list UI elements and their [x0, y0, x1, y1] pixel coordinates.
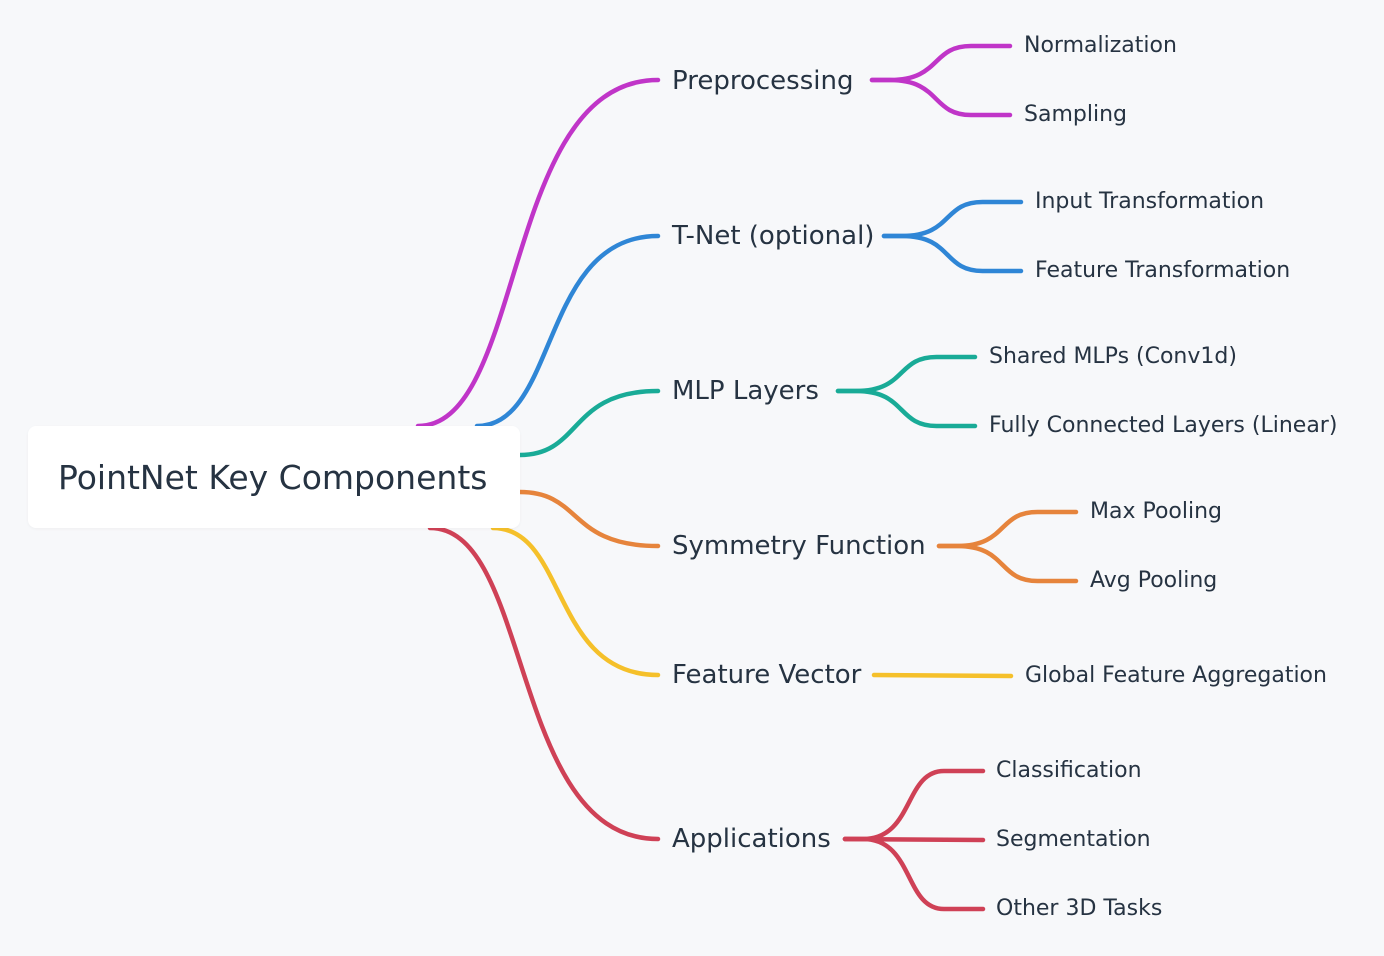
branch-to-leaf-connector [869, 77, 1013, 118]
leaf-node-max-pooling[interactable]: Max Pooling [1090, 499, 1223, 524]
root-node-label: PointNet Key Components [58, 457, 488, 497]
branch-to-leaf-connector [869, 43, 1013, 83]
branch-node-applications[interactable]: Applications [672, 824, 831, 854]
leaf-node-input-transformation[interactable]: Input Transformation [1035, 189, 1265, 214]
root-node[interactable]: PointNet Key Components [28, 426, 520, 528]
leaf-node-other-3d-tasks[interactable]: Other 3D Tasks [996, 896, 1163, 921]
branch-to-leaf-connector [936, 543, 1079, 584]
branch-to-leaf-connector [842, 768, 986, 842]
branch-to-leaf-connector [835, 388, 978, 429]
branch-to-leaf-connector [881, 233, 1024, 274]
root-to-branch-connector [517, 489, 661, 549]
leaf-node-fully-connected-layers[interactable]: Fully Connected Layers (Linear) [989, 413, 1338, 438]
leaf-node-global-feature-aggregation[interactable]: Global Feature Aggregation [1025, 663, 1327, 688]
root-to-branch-connector [474, 233, 661, 429]
leaf-node-avg-pooling[interactable]: Avg Pooling [1090, 568, 1218, 593]
root-to-branch-connector [517, 388, 661, 458]
leaf-node-normalization[interactable]: Normalization [1024, 33, 1177, 58]
leaf-node-classification[interactable]: Classification [996, 758, 1142, 783]
leaf-node-feature-transformation[interactable]: Feature Transformation [1035, 258, 1291, 283]
root-to-branch-connector [490, 525, 661, 678]
branch-to-leaf-connector [842, 836, 986, 912]
branch-to-leaf-connector [881, 199, 1024, 239]
root-to-branch-connector [427, 525, 661, 842]
leaf-node-shared-mlps[interactable]: Shared MLPs (Conv1d) [989, 344, 1237, 369]
root-to-branch-connector [415, 77, 661, 429]
branch-node-symmetry-function[interactable]: Symmetry Function [672, 531, 926, 561]
branch-node-t-net[interactable]: T-Net (optional) [672, 221, 875, 251]
branch-node-mlp-layers[interactable]: MLP Layers [672, 376, 819, 406]
branch-node-preprocessing[interactable]: Preprocessing [672, 66, 854, 96]
branch-node-feature-vector[interactable]: Feature Vector [672, 660, 862, 690]
leaf-node-segmentation[interactable]: Segmentation [996, 827, 1151, 852]
leaf-node-sampling[interactable]: Sampling [1024, 102, 1127, 127]
branch-to-leaf-connector [871, 672, 1014, 679]
branch-to-leaf-connector [936, 509, 1079, 549]
branch-to-leaf-connector [835, 354, 978, 394]
